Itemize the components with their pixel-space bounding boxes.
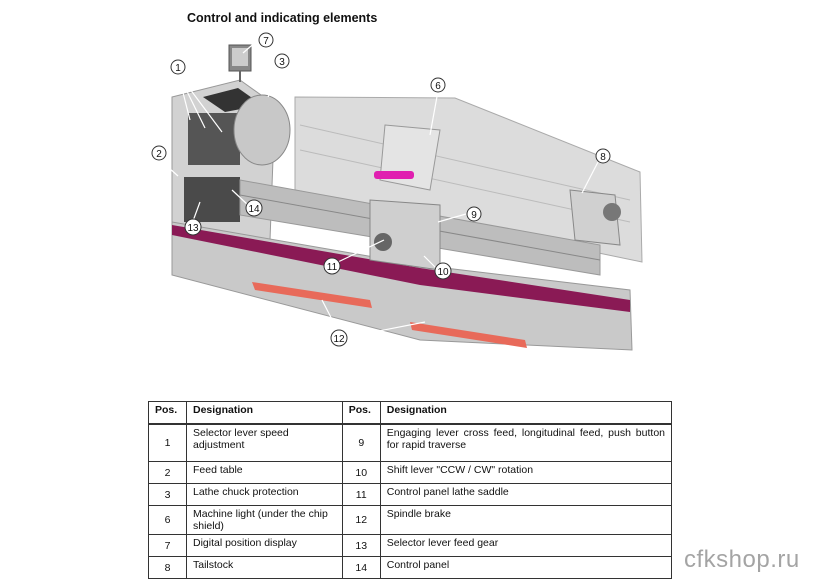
- spindle-brake-left: [252, 282, 372, 308]
- designation-cell: Engaging lever cross feed, longitudinal …: [379, 423, 673, 462]
- svg-text:1: 1: [175, 63, 181, 74]
- pos-cell: 12: [341, 505, 381, 535]
- table-row: 8 Tailstock 14 Control panel: [148, 556, 673, 579]
- callout-12: 12: [330, 329, 348, 347]
- callout-14: 14: [245, 199, 263, 217]
- header-designation: Designation: [379, 401, 673, 425]
- chuck-guard: [233, 94, 291, 166]
- designation-cell: Selector lever speed adjustment: [186, 423, 343, 462]
- pos-cell: 14: [341, 556, 381, 579]
- pos-cell: 7: [148, 534, 187, 557]
- svg-text:14: 14: [248, 204, 260, 215]
- designation-cell: Lathe chuck protection: [186, 483, 343, 506]
- designation-cell: Tailstock: [186, 556, 343, 579]
- callout-2: 2: [151, 145, 167, 161]
- designation-cell: Control panel lathe saddle: [379, 483, 673, 506]
- svg-text:3: 3: [279, 57, 285, 68]
- designation-cell: Digital position display: [186, 534, 343, 557]
- designation-cell: Control panel: [379, 556, 673, 579]
- pos-cell: 8: [148, 556, 187, 579]
- table-row: 3 Lathe chuck protection 11 Control pane…: [148, 483, 673, 506]
- callout-8: 8: [595, 148, 611, 164]
- lathe-diagram: 1 2 3 6 7 8 9 10 11 12 13 14: [151, 32, 643, 351]
- table-row: 7 Digital position display 13 Selector l…: [148, 534, 673, 557]
- callout-3: 3: [274, 53, 290, 69]
- headstock-panel-lower: [184, 177, 240, 222]
- tailstock: [569, 189, 621, 246]
- pos-cell: 2: [148, 461, 187, 484]
- back-panel: [294, 96, 643, 263]
- panel-line: [299, 124, 631, 201]
- header-designation: Designation: [186, 401, 343, 425]
- pos-cell: 11: [341, 483, 381, 506]
- designation-cell: Machine light (under the chip shield): [186, 505, 343, 535]
- designation-cell: Selector lever feed gear: [379, 534, 673, 557]
- svg-text:11: 11: [327, 262, 338, 273]
- machine-light-frame: [379, 124, 441, 191]
- pos-cell: 1: [148, 423, 187, 462]
- red-stripe: [172, 225, 630, 312]
- callout-10: 10: [434, 262, 452, 280]
- callout-9: 9: [466, 206, 482, 222]
- spindle-brake-right: [410, 322, 527, 348]
- pos-cell: 9: [341, 423, 381, 462]
- table-row: 6 Machine light (under the chip shield) …: [148, 505, 673, 535]
- header-pos: Pos.: [341, 401, 381, 425]
- pos-cell: 6: [148, 505, 187, 535]
- designation-cell: Spindle brake: [379, 505, 673, 535]
- callout-11: 11: [323, 257, 341, 275]
- svg-text:9: 9: [471, 210, 477, 221]
- watermark: cfkshop.ru: [684, 546, 800, 573]
- designation-cell: Shift lever "CCW / CW" rotation: [379, 461, 673, 484]
- table-row: 1 Selector lever speed adjustment 9 Enga…: [148, 423, 673, 462]
- svg-text:13: 13: [187, 223, 199, 234]
- svg-text:8: 8: [600, 152, 606, 163]
- leader-lines: [158, 39, 599, 338]
- tailstock-handwheel: [603, 203, 621, 221]
- header-pos: Pos.: [148, 401, 187, 425]
- svg-text:6: 6: [435, 81, 441, 92]
- designation-table: Pos. Designation Pos. Designation 1 Sele…: [148, 401, 673, 579]
- table-header-row: Pos. Designation Pos. Designation: [148, 401, 673, 425]
- svg-text:12: 12: [333, 334, 345, 345]
- pos-cell: 13: [341, 534, 381, 557]
- page-title: Control and indicating elements: [187, 11, 378, 25]
- designation-cell: Feed table: [186, 461, 343, 484]
- svg-text:7: 7: [263, 36, 269, 47]
- machine-light: [374, 171, 414, 179]
- carriage-handwheel: [374, 233, 392, 251]
- callout-6: 6: [430, 77, 446, 93]
- svg-text:10: 10: [437, 267, 449, 278]
- pos-cell: 10: [341, 461, 381, 484]
- callout-7: 7: [258, 32, 274, 48]
- svg-text:2: 2: [156, 149, 162, 160]
- callout-1: 1: [170, 59, 186, 75]
- pos-cell: 3: [148, 483, 187, 506]
- callout-13: 13: [184, 218, 202, 236]
- table-row: 2 Feed table 10 Shift lever "CCW / CW" r…: [148, 461, 673, 484]
